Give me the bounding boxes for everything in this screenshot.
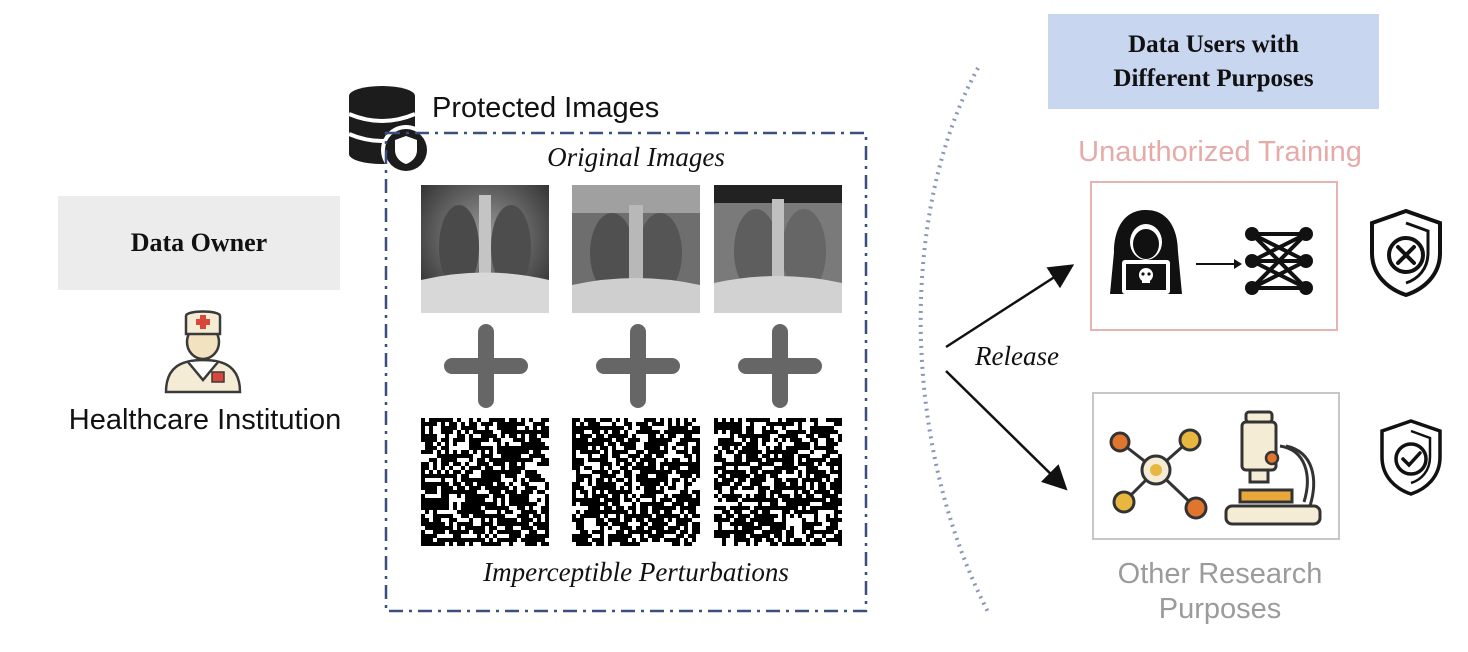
other-research-line2: Purposes	[1158, 592, 1282, 625]
plus-icon-2	[596, 324, 680, 408]
xray-image-3	[714, 185, 842, 313]
unauthorized-training-box	[1090, 181, 1338, 331]
xray-image-1	[421, 185, 549, 313]
other-research-line1: Other Research	[1117, 558, 1323, 590]
data-owner-label: Data Owner	[130, 228, 268, 257]
doctor-icon	[164, 310, 242, 394]
unauthorized-training-label: Unauthorized Training	[1078, 136, 1362, 168]
molecule-icon	[1109, 428, 1208, 520]
xray-image-2	[572, 185, 700, 313]
dotted-separator-curve	[918, 67, 990, 613]
database-shield-icon	[348, 86, 431, 175]
release-arrows	[945, 264, 1075, 491]
release-label: Release	[975, 341, 1059, 371]
perturbation-image-1	[421, 418, 549, 546]
perturbation-image-3	[714, 418, 842, 546]
data-users-title-line1: Data Users with	[1128, 30, 1299, 58]
data-users-box: Data Users with Different Purposes	[1048, 14, 1379, 109]
protected-images-frame	[384, 131, 868, 613]
protected-images-title: Protected Images	[432, 92, 660, 124]
plus-icon-1	[444, 324, 528, 408]
shield-check-icon	[1380, 419, 1442, 496]
neural-network-icon	[1245, 227, 1313, 295]
perturbation-image-2	[572, 418, 700, 546]
other-research-box	[1092, 392, 1340, 540]
microscope-icon	[1224, 410, 1322, 526]
shield-x-icon	[1370, 208, 1442, 298]
imperceptible-perturbations-label: Imperceptible Perturbations	[483, 557, 789, 587]
other-research-label: Other Research Purposes	[1060, 557, 1380, 627]
training-arrow	[1196, 259, 1242, 269]
data-owner-box: Data Owner	[58, 196, 340, 290]
data-users-title-line2: Different Purposes	[1113, 64, 1314, 92]
plus-icon-3	[738, 324, 822, 408]
hacker-icon	[1110, 210, 1182, 294]
original-images-label: Original Images	[547, 142, 725, 172]
healthcare-institution-label: Healthcare Institution	[68, 404, 342, 436]
